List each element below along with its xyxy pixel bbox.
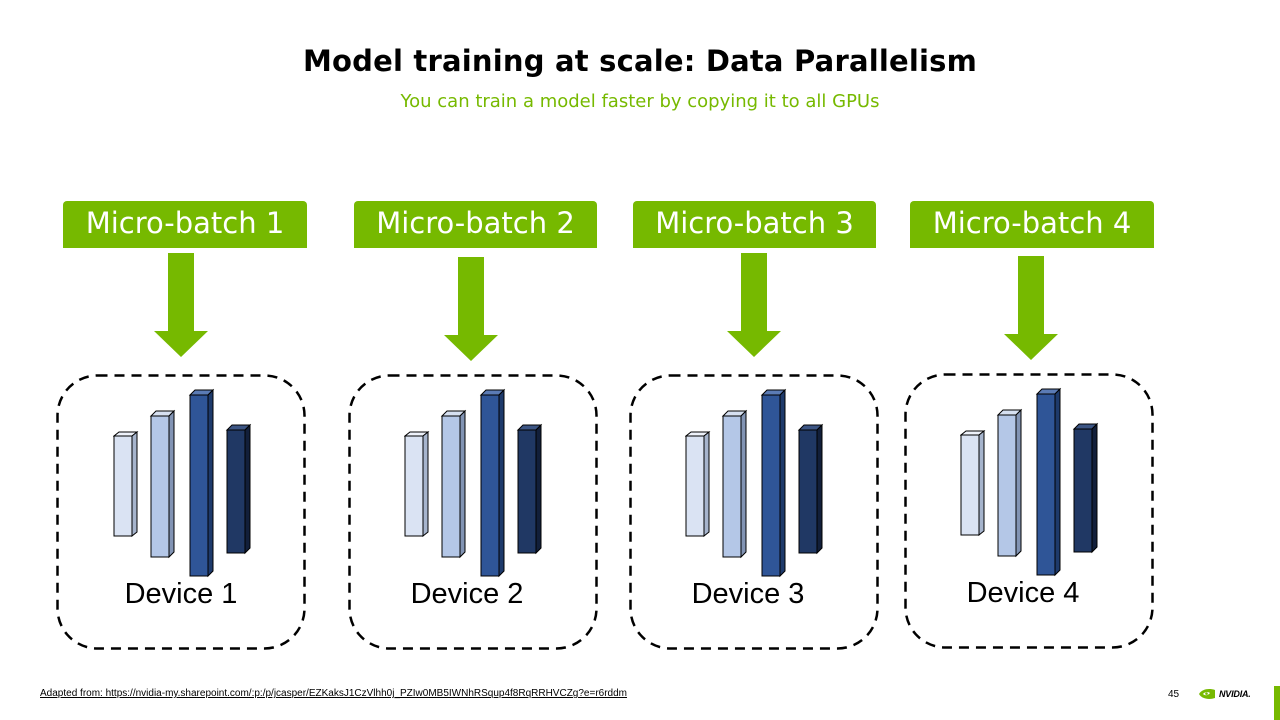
model-layers-icon: [404, 388, 543, 578]
device-4-boundary: [904, 373, 1154, 649]
micro-batch-2-label: Micro-batch 2: [354, 201, 597, 248]
model-layers-icon: [685, 388, 824, 578]
source-link[interactable]: Adapted from: https://nvidia-my.sharepoi…: [40, 688, 628, 699]
device-2-label: Device 2: [410, 578, 524, 610]
down-arrow-icon: [154, 253, 208, 357]
device-1-label: Device 1: [124, 578, 238, 610]
accent-edge-bar: [1274, 686, 1280, 720]
device-1-boundary: [56, 374, 306, 650]
nvidia-logo-icon: [1199, 689, 1215, 699]
slide-title: Model training at scale: Data Parallelis…: [302, 44, 978, 78]
page-number: 45: [1168, 689, 1180, 700]
device-4-label: Device 4: [966, 577, 1080, 609]
device-3-boundary: [629, 374, 879, 650]
nvidia-logo: NVIDIA.: [1198, 687, 1251, 701]
micro-batch-4-label: Micro-batch 4: [910, 201, 1154, 248]
down-arrow-icon: [1004, 256, 1058, 360]
slide-subtitle: You can train a model faster by copying …: [400, 91, 880, 112]
model-layers-icon: [113, 388, 252, 578]
model-layers-icon: [960, 387, 1099, 577]
down-arrow-icon: [444, 257, 498, 361]
down-arrow-icon: [727, 253, 781, 357]
device-2-boundary: [348, 374, 598, 650]
device-3-label: Device 3: [691, 578, 805, 610]
nvidia-logo-text: NVIDIA.: [1219, 689, 1251, 699]
micro-batch-1-label: Micro-batch 1: [63, 201, 307, 248]
micro-batch-3-label: Micro-batch 3: [633, 201, 876, 248]
